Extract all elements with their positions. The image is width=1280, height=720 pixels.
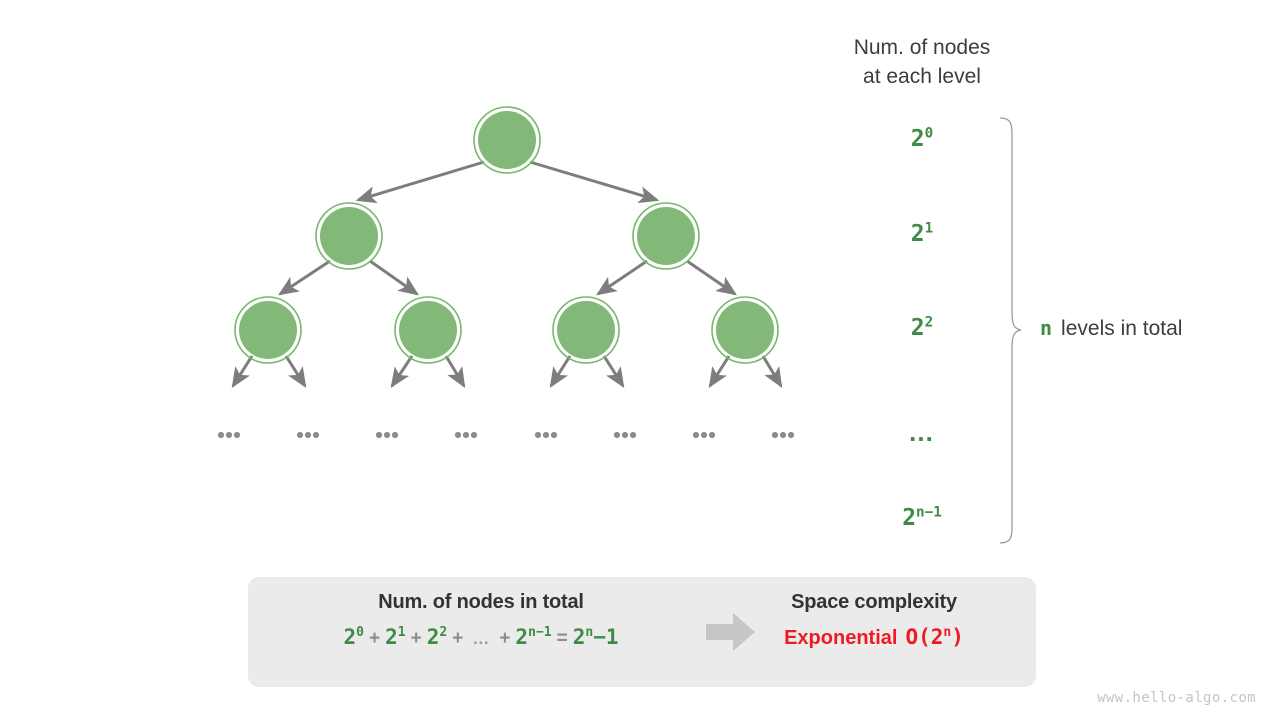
level-count-2: 22 — [822, 315, 1022, 341]
level-count-base: 2 — [902, 505, 917, 531]
op-plus: + — [452, 628, 464, 649]
tree-node — [473, 106, 541, 174]
term-2-n-1: 2n−1 — [515, 625, 552, 649]
level-count-exponent: n−1 — [916, 504, 942, 521]
level-count-base: 2 — [910, 315, 925, 341]
tree-node — [315, 202, 383, 270]
levels-total-text: levels in total — [1061, 317, 1183, 340]
edge-l1a-right — [369, 259, 419, 296]
term-ellipsis: … — [472, 629, 491, 648]
complexity-big-o: O(2n) — [905, 625, 964, 649]
level-count-1: 21 — [822, 221, 1022, 247]
term-2-2: 22 — [426, 625, 448, 649]
edge-l2c-right — [602, 355, 625, 389]
tree-node — [711, 296, 779, 364]
summary-box: Num. of nodes in total 20+21+22+…+2n−1=2… — [248, 577, 1036, 687]
levels-variable: n — [1040, 316, 1053, 340]
op-plus: + — [499, 628, 511, 649]
edge-l2a-left — [231, 355, 254, 389]
edge-root-left — [355, 160, 485, 204]
level-count-exponent: 0 — [924, 125, 934, 142]
right-block-arrow-icon — [706, 613, 755, 651]
op-equals: = — [556, 628, 568, 649]
tree-node — [632, 202, 700, 270]
tree-node — [234, 296, 302, 364]
tree-nodes — [234, 106, 779, 364]
op-plus: + — [410, 628, 422, 649]
total-nodes-formula: 20+21+22+…+2n−1=2n−1 — [266, 625, 696, 650]
edge-l1b-right — [686, 259, 737, 296]
complexity-label: Exponential — [784, 627, 898, 649]
edge-l2b-right — [444, 355, 466, 389]
column-header: Num. of nodes at each level — [853, 36, 991, 88]
summary-left-panel: Num. of nodes in total 20+21+22+…+2n−1=2… — [266, 591, 696, 650]
space-complexity-value: Exponential O(2n) — [726, 625, 1022, 650]
level-count-base: 2 — [910, 221, 925, 247]
tree-node — [394, 296, 462, 364]
edge-l2c-left — [549, 355, 572, 389]
level-count-exponent: 1 — [924, 220, 934, 237]
total-nodes-title: Num. of nodes in total — [378, 591, 584, 613]
level-count-exponent: 2 — [924, 314, 934, 331]
edge-l2d-right — [761, 355, 783, 389]
levels-total-label: n levels in total — [1040, 316, 1182, 341]
term-result: 2n−1 — [572, 625, 619, 649]
tree-node — [552, 296, 620, 364]
edge-l1a-left — [277, 259, 331, 296]
level-count-base: … — [908, 417, 936, 447]
term-2-0: 20 — [343, 625, 364, 649]
level-count-ellipsis: … — [822, 417, 1022, 448]
edge-l2d-left — [708, 355, 731, 389]
term-2-1: 21 — [385, 625, 406, 649]
summary-right-panel: Space complexity Exponential O(2n) — [726, 591, 1022, 650]
edge-l1b-left — [596, 259, 648, 296]
level-count-0: 20 — [822, 126, 1022, 152]
edge-l2a-right — [284, 355, 307, 389]
op-plus: + — [368, 628, 381, 649]
level-count-base: 2 — [910, 126, 925, 152]
tree-ellipsis-row — [217, 431, 795, 439]
edge-root-right — [529, 160, 660, 204]
level-count-last: 2n−1 — [822, 505, 1022, 531]
edge-l2b-left — [390, 355, 414, 388]
tree-edges — [231, 160, 783, 389]
space-complexity-title: Space complexity — [791, 591, 957, 613]
watermark: www.hello-algo.com — [1097, 690, 1256, 706]
